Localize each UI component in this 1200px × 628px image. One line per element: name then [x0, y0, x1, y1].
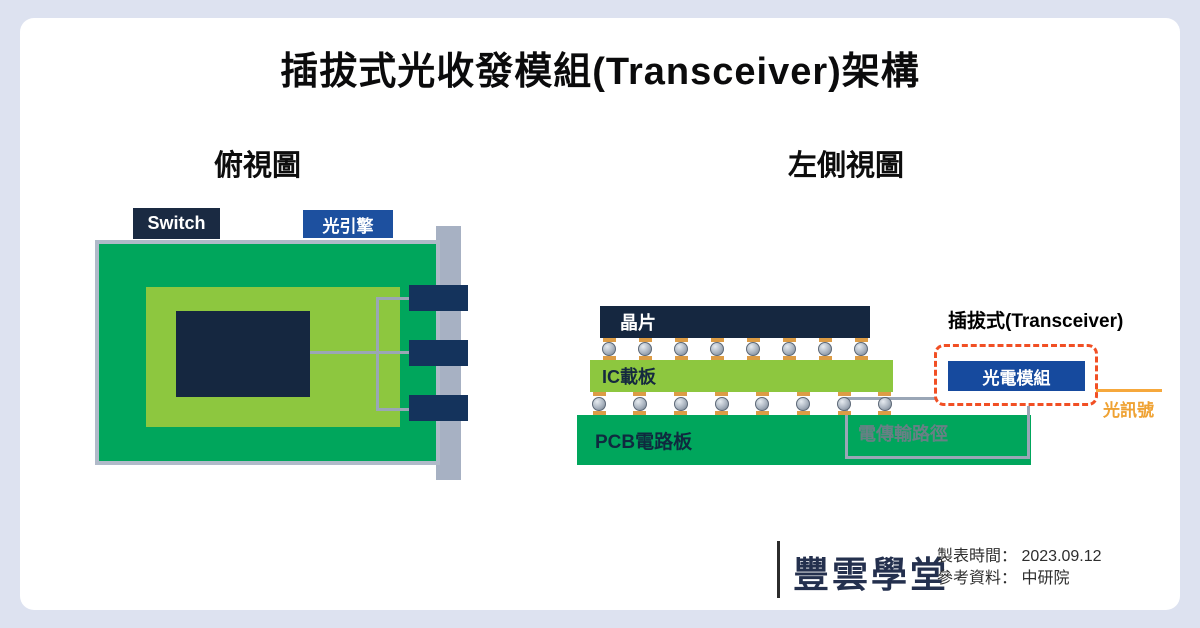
brand-logo: 豐雲學堂 [793, 554, 950, 595]
solder-ball [854, 338, 868, 360]
trace-line-bottom [376, 408, 409, 411]
switch-label: Switch [133, 208, 220, 239]
solder-ball [755, 392, 770, 415]
solder-ball [818, 338, 832, 360]
solder-ball [837, 392, 852, 415]
solder-ball [714, 392, 729, 415]
optical-port-3 [409, 395, 468, 421]
optical-signal-line [1096, 389, 1162, 392]
created-label: 製表時間： [937, 548, 1018, 565]
created-value: 2023.09.12 [1021, 548, 1102, 565]
solder-ball [746, 338, 760, 360]
chip-label: 晶片 [620, 313, 656, 333]
solder-ball [592, 392, 606, 415]
electrical-path-label: 電傳輸路徑 [858, 424, 948, 444]
optical-module-box: 光電模組 [948, 361, 1085, 391]
trace-line-middle [310, 351, 410, 354]
solder-ball-row-lower [592, 392, 892, 415]
solder-ball [632, 392, 647, 415]
footer-divider [777, 541, 780, 598]
created-row: 製表時間： 2023.09.12 [937, 546, 1102, 568]
side-view-heading: 左側視圖 [788, 150, 905, 182]
solder-ball [673, 392, 688, 415]
source-label: 參考資料： [937, 570, 1018, 587]
source-row: 參考資料： 中研院 [937, 568, 1102, 590]
optical-engine-label: 光引擎 [303, 210, 393, 238]
solder-ball [796, 392, 811, 415]
trace-line-top [376, 297, 409, 300]
transceiver-caption: 插拔式(Transceiver) [948, 311, 1124, 332]
solder-ball [602, 338, 616, 360]
solder-ball [877, 392, 892, 415]
page-title: 插拔式光收發模組(Transceiver)架構 [280, 51, 920, 93]
chip-bar: 晶片 [600, 306, 870, 338]
solder-ball [674, 338, 688, 360]
trace-line-vertical [376, 297, 379, 411]
optical-signal-label: 光訊號 [1103, 401, 1154, 420]
footer-meta: 製表時間： 2023.09.12 參考資料： 中研院 [937, 546, 1102, 590]
solder-ball-row-upper [602, 338, 868, 360]
solder-ball [782, 338, 796, 360]
source-value: 中研院 [1021, 570, 1070, 587]
solder-ball [638, 338, 652, 360]
solder-ball [710, 338, 724, 360]
pcb-label: PCB電路板 [595, 431, 693, 453]
optical-port-2 [409, 340, 468, 366]
asic-chip [176, 311, 310, 397]
ic-substrate-label: IC載板 [602, 367, 656, 387]
ic-substrate-bar: IC載板 [590, 360, 893, 392]
top-view-heading: 俯視圖 [214, 150, 302, 182]
optical-port-1 [409, 285, 468, 311]
